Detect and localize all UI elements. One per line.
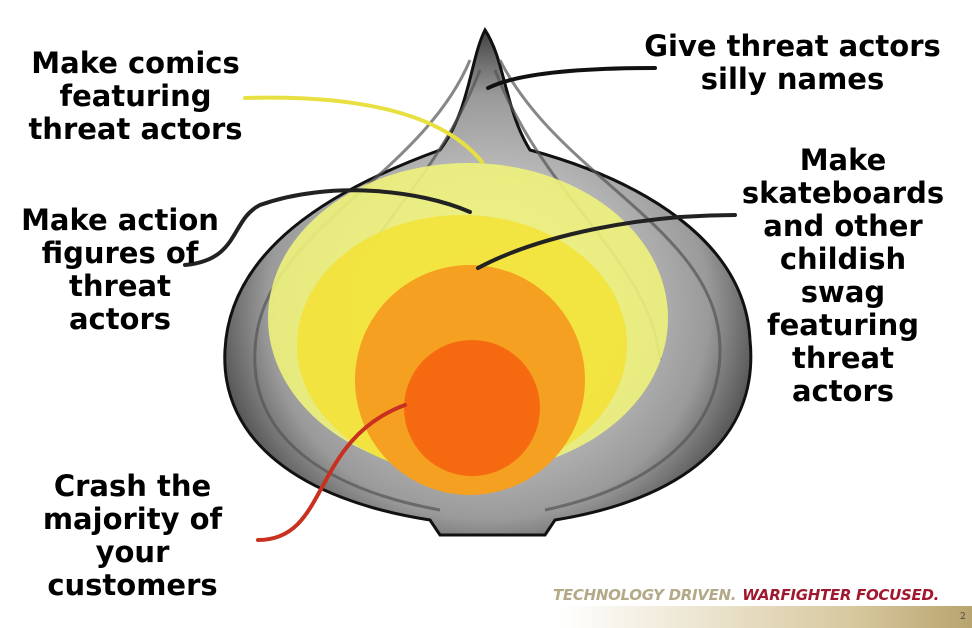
label-line: swag [800,275,886,309]
arrow-action-figures [183,188,472,267]
label-line: childish [779,242,907,276]
arrow-names [486,66,657,90]
label-line: actors [791,374,895,408]
label-line: figures of [41,236,199,270]
page-number: 2 [960,612,966,622]
label-skateboards: Make skateboards and other childish swag… [728,144,958,408]
label-line: featuring [59,79,212,113]
label-line: skateboards [741,176,945,210]
label-line: customers [47,568,218,602]
label-names: Give threat actors silly names [620,30,965,96]
label-line: majority of [42,502,223,536]
label-line: your [95,535,170,569]
tagline-part2: WARFIGHTER FOCUSED. [742,586,940,604]
label-line: actors [68,302,172,336]
arrow-comics [243,95,484,164]
footer-band [560,606,972,628]
label-action-figures: Make action figures of threat actors [5,204,235,336]
label-line: silly names [700,62,885,96]
label-line: threat [792,341,894,375]
arrow-skateboards [476,213,737,270]
arrow-crash [256,403,407,542]
label-comics: Make comics featuring threat actors [18,47,253,146]
layer-4 [404,340,540,476]
tagline-part1: TECHNOLOGY DRIVEN. [553,586,737,604]
label-line: Give threat actors [644,29,941,63]
label-crash: Crash the majority of your customers [20,470,245,602]
label-line: and other [763,209,923,243]
label-line: Make comics [31,46,240,80]
footer-tagline: TECHNOLOGY DRIVEN. WARFIGHTER FOCUSED. [553,586,939,604]
label-line: threat [69,269,171,303]
label-line: featuring [766,308,919,342]
label-line: Crash the [53,469,212,503]
label-line: Make [799,143,887,177]
label-line: threat actors [28,112,243,146]
label-line: Make action [21,203,219,237]
